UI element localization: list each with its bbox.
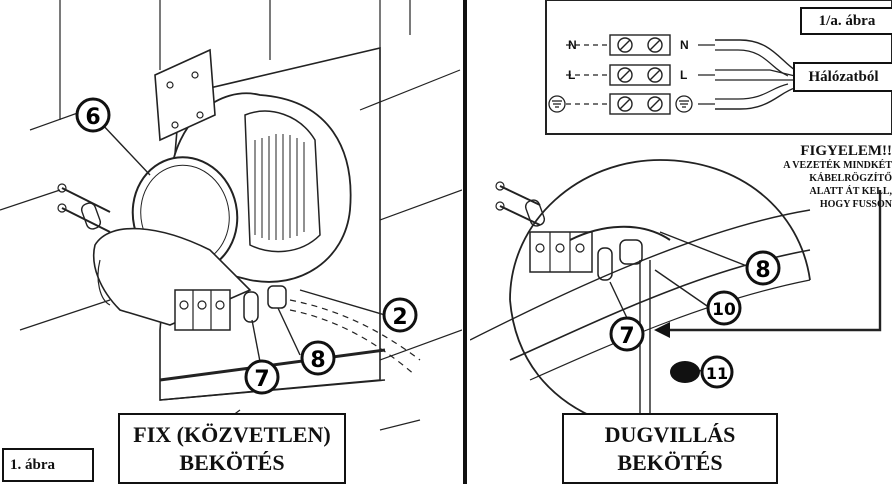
callout-10: 10: [706, 290, 742, 326]
terminal-n-left: N: [568, 38, 577, 52]
fixed-connection-title-line2: BEKÖTÉS: [179, 450, 285, 475]
warning-title: FIGYELEM!!: [800, 143, 892, 159]
callout-7: 7: [609, 316, 645, 352]
panel-divider: [463, 0, 467, 484]
svg-text:7: 7: [254, 367, 269, 392]
callout-8: 8: [300, 340, 336, 376]
callout-7: 7: [244, 359, 280, 395]
warning-line-3: ALATT ÁT KELL,: [809, 186, 892, 197]
svg-text:8: 8: [755, 258, 770, 283]
svg-text:6: 6: [85, 105, 100, 130]
terminal-l-left: L: [568, 68, 575, 82]
warning-line-1: A VEZETÉK MINDKÉT: [783, 160, 892, 171]
callout-8: 8: [745, 250, 781, 286]
callout-2: 2: [382, 297, 418, 333]
svg-text:2: 2: [392, 305, 407, 330]
svg-text:10: 10: [712, 300, 736, 320]
mains-source-label: Hálózatból: [793, 62, 892, 92]
svg-text:8: 8: [310, 348, 325, 373]
figure-1a-label: 1/a. ábra: [800, 7, 892, 35]
plug-connection-title-line2: BEKÖTÉS: [617, 450, 723, 475]
warning-line-2: KÁBELRÖGZÍTŐ: [809, 173, 892, 184]
fixed-connection-title: FIX (KÖZVETLEN) BEKÖTÉS: [118, 413, 346, 484]
figure-1-label: 1. ábra: [2, 448, 94, 482]
fan-assembly-drawing: 6 2 7 8: [0, 0, 462, 441]
callout-11: 11: [700, 355, 734, 389]
warning-line-4: HOGY FUSSON: [819, 199, 892, 210]
svg-text:11: 11: [706, 364, 728, 383]
svg-text:7: 7: [619, 324, 634, 349]
terminal-l-right: L: [680, 68, 687, 82]
terminal-n-right: N: [680, 38, 689, 52]
fixed-connection-title-line1: FIX (KÖZVETLEN): [133, 422, 331, 447]
plug-connection-figure: N L N L 8 10 7 11 1/a. ábra Hálózatból F…: [470, 0, 892, 484]
plug-connection-title-line1: DUGVILLÁS: [604, 422, 736, 447]
plug-connection-title: DUGVILLÁS BEKÖTÉS: [562, 413, 778, 484]
warning-note: FIGYELEM!! A VEZETÉK MINDKÉT KÁBELRÖGZÍT…: [730, 143, 892, 211]
fixed-connection-figure: 6 2 7 8 1. ábra FIX (KÖZVETLEN) BEKÖTÉS: [0, 0, 462, 484]
callout-6: 6: [75, 97, 111, 133]
